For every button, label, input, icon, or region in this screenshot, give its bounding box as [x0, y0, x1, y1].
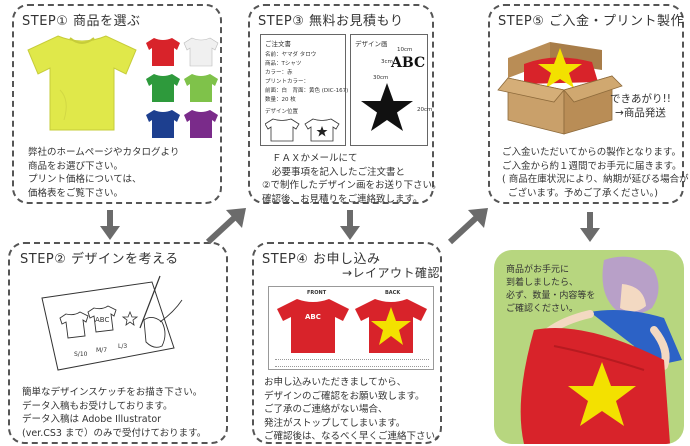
- step2-title: STEP② デザインを考える: [20, 252, 179, 267]
- step2-line: (ver.CS3 まで）のみで受付けております。: [22, 427, 207, 439]
- step1-line: 価格表をご覧下さい。: [28, 187, 124, 199]
- step3-line: 必要事項を記入したご注文書と: [272, 166, 406, 178]
- down-arrow-icon: [580, 212, 600, 242]
- final-line: ご確認ください。: [506, 304, 579, 314]
- step3-line: ＦＡＸかメールにて: [272, 153, 358, 164]
- completion-line: →商品発送: [615, 107, 666, 119]
- step5-line: ご入金いただいてからの製作となります。: [502, 147, 681, 158]
- step4-line: ご了承のご連絡がない場合、: [264, 404, 388, 415]
- step4-line: ご確認後は、なるべく早くご連絡下さい。: [264, 431, 445, 442]
- completion-line: できあがり!!: [610, 93, 671, 105]
- order-form-card: ご注文書 名前：ヤマダ タロウ 商品：Tシャツ カラー：赤 プリントカラー： 前…: [260, 34, 349, 146]
- step4-line: 発注がストップしてしまいます。: [264, 417, 406, 429]
- final-message: 商品がお手元に 到着しましたら、 必ず、数量・内容等を ご確認ください。: [506, 264, 595, 316]
- sketch-size-note: S/10: [74, 351, 88, 358]
- diagonal-arrow-icon: [205, 208, 246, 245]
- design-title: デザイン画: [355, 40, 388, 48]
- yellow-tshirt-image: [27, 35, 137, 131]
- step5-line: ございます。予めご了承ください。): [508, 187, 659, 199]
- dimension-label: 30cm: [373, 75, 389, 81]
- dimension-label: 10cm: [397, 47, 413, 53]
- layout-note-lines: [275, 359, 429, 367]
- step3-line: ②で制作したデザイン画をお送り下さい。: [262, 180, 442, 191]
- form-shirt-outlines: [265, 118, 340, 142]
- step1-title: STEP① 商品を選ぶ: [22, 14, 141, 29]
- final-line: 商品がお手元に: [506, 265, 570, 275]
- step2-line: 簡単なデザインスケッチをお描き下さい。: [22, 387, 203, 398]
- final-line: 到着しましたら、: [506, 278, 579, 288]
- color-variation-shirts: [146, 37, 219, 138]
- step1-line: プリント価格については、: [28, 174, 142, 185]
- design-abc-text: ABC: [391, 55, 426, 71]
- step2-line: データ入稿もお受けしております。: [22, 400, 173, 412]
- step5-title: STEP⑤ ご入金・プリント製作: [498, 14, 685, 29]
- form-section-label: デザイン位置: [265, 109, 299, 115]
- step5-line: ( 商品在庫状況により、納期が延びる場合が: [502, 174, 689, 185]
- form-field: 名前：ヤマダ タロウ: [265, 52, 317, 58]
- down-arrow-icon: [100, 210, 120, 240]
- design-drawing-card: デザイン画 ABC 10cm 3cm 30cm 20cm: [350, 34, 432, 146]
- step5-box: STEP⑤ ご入金・プリント製作 できあがり!! →商品発送 ご入金いただいてか…: [488, 4, 689, 204]
- step4-title: STEP④ お申し込み: [262, 252, 381, 267]
- delivery-confirmation-panel: 商品がお手元に 到着しましたら、 必ず、数量・内容等を ご確認ください。: [494, 250, 684, 444]
- step5-description: ご入金いただいてからの製作となります。 ご入金から約１週間でお手元に届きます。 …: [502, 146, 689, 200]
- sketch-size-note: L/3: [118, 343, 127, 350]
- cardboard-box-image: [497, 42, 623, 135]
- person-holding-shirt-image: [520, 256, 682, 444]
- step2-line: データ入稿は Adobe Illustrator: [22, 414, 162, 425]
- step1-box: STEP① 商品を選ぶ 弊社のホームページやカタログより 商品をお選び下さい。 …: [12, 4, 222, 204]
- step4-line: お申し込みいただきましてから、: [264, 377, 407, 388]
- completion-message: できあがり!! →商品発送: [610, 92, 671, 120]
- diagonal-arrow-icon: [447, 208, 488, 245]
- step2-description: 簡単なデザインスケッチをお描き下さい。 データ入稿もお受けしております。 データ…: [22, 386, 206, 440]
- form-title: ご注文書: [265, 40, 291, 48]
- form-field: 数量：20 枚: [265, 97, 296, 103]
- step1-line: 商品をお選び下さい。: [28, 160, 124, 172]
- step4-line: デザインのご確認をお願い致します。: [264, 390, 425, 402]
- final-line: 必ず、数量・内容等を: [506, 291, 596, 301]
- sketch-size-note: M/7: [96, 347, 107, 354]
- sketch-abc-text: ABC: [95, 316, 109, 324]
- form-field: プリントカラー：: [265, 79, 310, 85]
- form-field: 前面：白 背面：黄色 (DIC-167): [265, 88, 349, 94]
- step3-title: STEP③ 無料お見積もり: [258, 14, 404, 29]
- layout-confirmation-sheet: FRONT BACK ABC: [268, 286, 434, 370]
- step3-box: STEP③ 無料お見積もり ご注文書 名前：ヤマダ タロウ 商品：Tシャツ カラ…: [248, 4, 442, 205]
- step3-line: 確認後、お見積りをご連絡致します。: [262, 193, 423, 205]
- layout-shirts: ABC: [277, 299, 427, 353]
- front-label: FRONT: [307, 290, 327, 296]
- step4-subtitle: →レイアウト確認: [342, 266, 441, 280]
- front-abc-text: ABC: [305, 313, 321, 321]
- step1-description: 弊社のホームページやカタログより 商品をお選び下さい。 プリント価格については、…: [28, 146, 179, 200]
- step1-line: 弊社のホームページやカタログより: [28, 147, 180, 158]
- form-field: 商品：Tシャツ: [265, 61, 302, 67]
- step3-description: ＦＡＸかメールにて 必要事項を記入したご注文書と ②で制作したデザイン画をお送り…: [262, 152, 442, 206]
- star-design-icon: [361, 83, 413, 131]
- design-sketch-image: ABC S/10 M/7 L/3: [41, 275, 183, 371]
- dimension-label: 20cm: [417, 107, 433, 113]
- back-label: BACK: [385, 290, 401, 296]
- step5-line: ご入金から約１週間でお手元に届きます。: [502, 160, 682, 172]
- step2-box: STEP② デザインを考える ABC S/10 M/7 L/3 簡単なデザインス…: [8, 242, 228, 444]
- step4-box: STEP④ お申し込み →レイアウト確認 FRONT BACK ABC お申し込…: [252, 242, 445, 444]
- form-field: カラー：赤: [265, 70, 293, 76]
- down-arrow-icon: [340, 210, 360, 240]
- step4-description: お申し込みいただきましてから、 デザインのご確認をお願い致します。 ご了承のご連…: [264, 376, 445, 444]
- dimension-label: 3cm: [381, 59, 393, 65]
